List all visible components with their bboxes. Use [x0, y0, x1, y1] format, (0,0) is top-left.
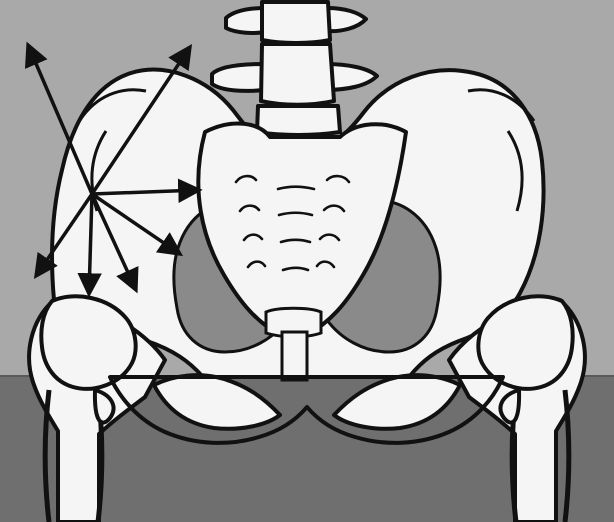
pubic-symphysis	[282, 332, 307, 380]
